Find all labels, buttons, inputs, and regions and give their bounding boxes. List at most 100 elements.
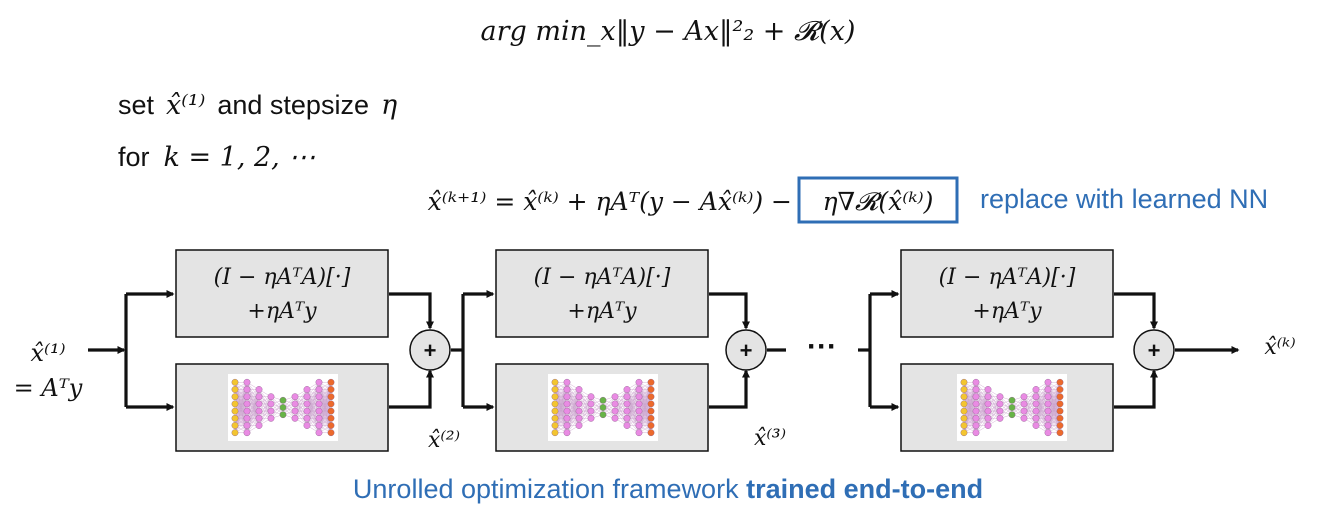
nn-edge bbox=[318, 411, 332, 433]
nn-node bbox=[1032, 414, 1040, 422]
gradient-block-k bbox=[900, 249, 1114, 338]
nn-node bbox=[587, 400, 595, 408]
sum-symbol-2: + bbox=[740, 338, 753, 363]
nn-node bbox=[303, 393, 311, 401]
nn-node bbox=[267, 414, 275, 422]
nn-edge bbox=[1023, 389, 1037, 412]
nn-node bbox=[327, 386, 335, 393]
nn-edge bbox=[590, 400, 604, 419]
nn-edge bbox=[306, 382, 320, 404]
nn-node bbox=[255, 414, 263, 422]
input-label-eq: = Aᵀy bbox=[14, 374, 83, 402]
nn-node bbox=[635, 386, 643, 393]
nn-node bbox=[231, 414, 239, 422]
nn-edge bbox=[306, 403, 320, 426]
nn-node bbox=[647, 386, 655, 393]
stage-2: (I − ηAᵀA)[·] +ηAᵀy + bbox=[495, 249, 767, 452]
nn-edge bbox=[963, 411, 977, 433]
nn-edge bbox=[638, 382, 652, 404]
nn-node bbox=[972, 414, 980, 422]
nn-node bbox=[279, 404, 287, 411]
nn-node bbox=[551, 393, 559, 401]
nn-node bbox=[623, 407, 631, 415]
nn-node bbox=[972, 386, 980, 393]
nn-node bbox=[291, 407, 299, 415]
gradient-block-k-line2: +ηAᵀy bbox=[972, 299, 1042, 324]
nn-node bbox=[551, 407, 559, 415]
nn-node bbox=[315, 422, 323, 429]
nn-node bbox=[327, 400, 335, 408]
nn-node bbox=[563, 422, 571, 429]
nn-node bbox=[1008, 411, 1016, 419]
nn-node bbox=[599, 411, 607, 419]
nn-node bbox=[1044, 386, 1052, 393]
nn-node bbox=[327, 414, 335, 422]
nn-node bbox=[1020, 393, 1028, 401]
nn-node bbox=[231, 393, 239, 401]
nn-node bbox=[1044, 429, 1052, 437]
nn-node bbox=[291, 393, 299, 401]
nn-node bbox=[647, 400, 655, 408]
nn-node bbox=[551, 378, 559, 386]
nn-edge bbox=[246, 389, 260, 412]
nn-node bbox=[960, 386, 968, 393]
nn-node bbox=[327, 422, 335, 429]
nn-node bbox=[984, 407, 992, 415]
nn-edge bbox=[258, 403, 272, 426]
nn-node bbox=[231, 429, 239, 437]
neural-network-icon bbox=[957, 374, 1067, 441]
nn-node bbox=[231, 400, 239, 408]
nn-node bbox=[575, 414, 583, 422]
nn-node bbox=[960, 414, 968, 422]
nn-node bbox=[611, 414, 619, 422]
nn-node bbox=[647, 414, 655, 422]
nn-node bbox=[267, 400, 275, 408]
gradient-block-2-line1: (I − ηAᵀA)[·] bbox=[534, 265, 671, 290]
nn-edge bbox=[1047, 382, 1061, 404]
nn-node bbox=[303, 386, 311, 393]
nn-node bbox=[972, 400, 980, 408]
nn-node bbox=[315, 414, 323, 422]
nn-node bbox=[255, 400, 263, 408]
nn-edge bbox=[602, 396, 616, 415]
nn-edge bbox=[282, 396, 296, 415]
nn-node bbox=[303, 400, 311, 408]
sum-node-2 bbox=[725, 329, 767, 371]
input-label-var: x̂⁽¹⁾ bbox=[31, 339, 66, 367]
nn-node bbox=[623, 386, 631, 393]
nn-node bbox=[960, 378, 968, 386]
nn-node bbox=[1056, 407, 1064, 415]
nn-node bbox=[587, 393, 595, 401]
nn-node bbox=[1020, 414, 1028, 422]
nn-node bbox=[551, 414, 559, 422]
nn-node bbox=[563, 386, 571, 393]
nn-node bbox=[243, 429, 251, 437]
nn-edge bbox=[294, 389, 308, 412]
nn-node bbox=[243, 393, 251, 401]
nn-node bbox=[1008, 396, 1016, 404]
nn-node bbox=[231, 407, 239, 415]
nn-node bbox=[315, 378, 323, 386]
nn-edge bbox=[578, 403, 592, 426]
nn-node bbox=[647, 422, 655, 429]
caption-bold: trained end-to-end bbox=[746, 474, 983, 504]
nn-node bbox=[243, 422, 251, 429]
nn-node bbox=[291, 400, 299, 408]
nn-node bbox=[315, 429, 323, 437]
nn-node bbox=[1044, 400, 1052, 408]
nn-edge bbox=[626, 403, 640, 426]
nn-node bbox=[315, 393, 323, 401]
nn-node bbox=[647, 429, 655, 437]
nn-node bbox=[255, 393, 263, 401]
label-x3: x̂⁽³⁾ bbox=[754, 426, 786, 451]
nn-edge bbox=[614, 396, 628, 419]
init-line: set x̂⁽¹⁾ and stepsize η bbox=[118, 90, 397, 121]
nn-node bbox=[1032, 386, 1040, 393]
nn-node bbox=[587, 407, 595, 415]
nn-node bbox=[267, 407, 275, 415]
nn-node bbox=[623, 422, 631, 429]
nn-node bbox=[575, 407, 583, 415]
nn-node bbox=[984, 386, 992, 393]
loop-line: for k = 1, 2, ⋯ bbox=[118, 142, 315, 173]
